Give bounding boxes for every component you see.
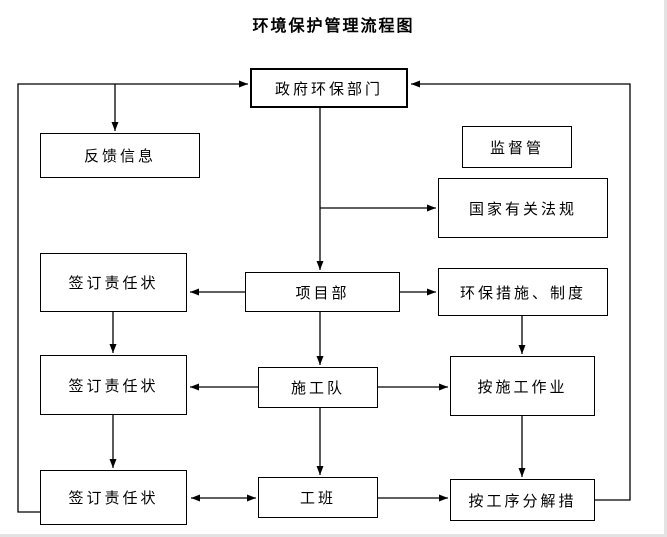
- edge-resp3-gov: [17, 80, 248, 513]
- node-sign-responsibility-3: 签订责任状: [40, 470, 187, 525]
- node-decompose-by-procedure: 按工序分解措: [450, 479, 595, 521]
- page-title: 环境保护管理流程图: [252, 18, 415, 35]
- node-national-regulations: 国家有关法规: [438, 178, 608, 238]
- node-work-shift: 工班: [258, 477, 378, 518]
- node-government-epa-dept: 政府环保部门: [250, 68, 408, 108]
- node-per-construction-operation: 按施工作业: [450, 356, 595, 416]
- node-sign-responsibility-2: 签订责任状: [40, 355, 187, 415]
- node-supervision: 监督管: [462, 126, 572, 168]
- node-sign-responsibility-1: 签订责任状: [40, 253, 187, 312]
- node-env-measures-systems: 环保措施、制度: [438, 268, 608, 316]
- node-project-dept: 项目部: [245, 272, 400, 312]
- node-feedback-info: 反馈信息: [40, 133, 200, 178]
- edge-process-gov: [411, 80, 631, 501]
- node-construction-team: 施工队: [258, 367, 378, 408]
